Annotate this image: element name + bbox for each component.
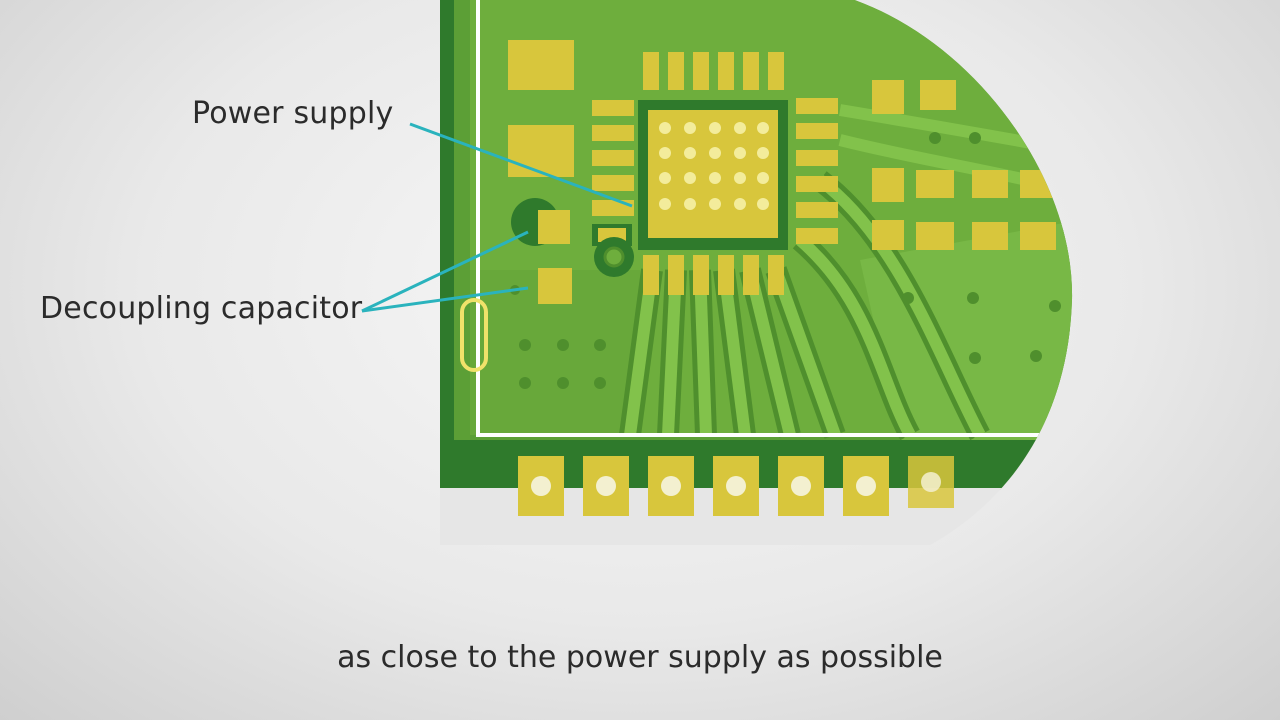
callout-line <box>361 122 633 313</box>
bga-balls <box>659 122 769 210</box>
decoupling-capacitor-label: Decoupling capacitor <box>40 291 363 326</box>
ic-pins <box>592 52 838 295</box>
power-supply-label: Power supply <box>192 96 394 131</box>
via <box>594 237 634 277</box>
silkscreen-outline <box>476 0 1073 437</box>
castellated-pads <box>518 456 954 516</box>
subtitle-caption: as close to the power supply as possible <box>337 640 943 675</box>
